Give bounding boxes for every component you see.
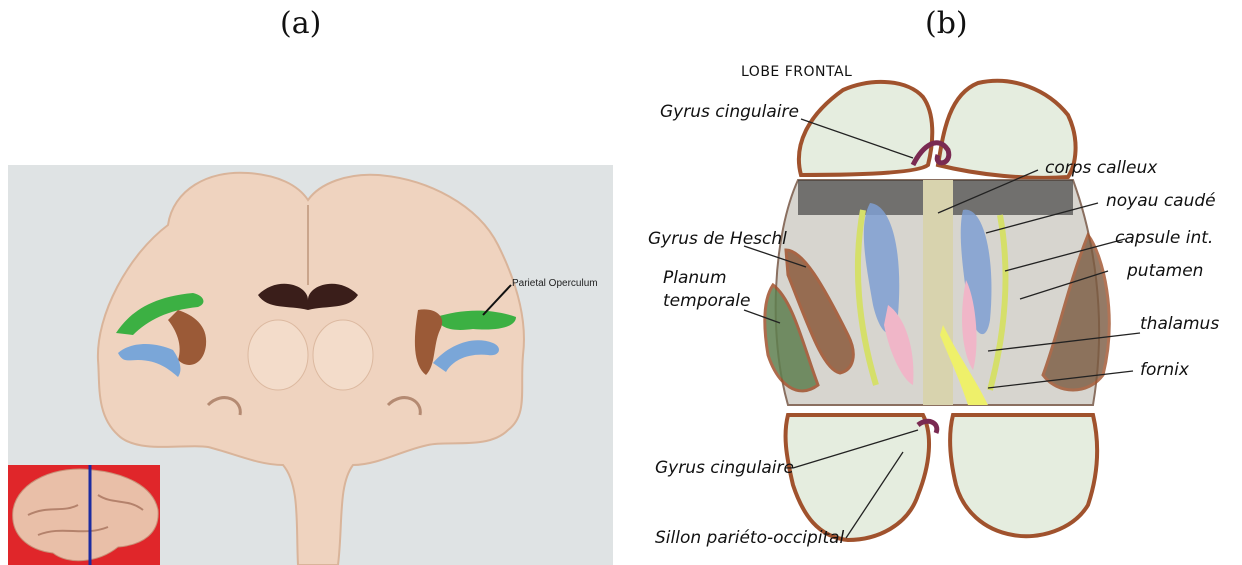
label-gyrus-cingulaire-top: Gyrus cingulaire bbox=[660, 102, 799, 122]
label-temporale: temporale bbox=[663, 291, 750, 311]
label-gyrus-cingulaire-bottom: Gyrus cingulaire bbox=[655, 458, 794, 478]
lobe-frontal-title: LOBE FRONTAL bbox=[741, 64, 852, 80]
axial-brain-diagram: LOBE FRONTAL Gyrus cingulaire corps call… bbox=[618, 55, 1242, 564]
label-putamen: putamen bbox=[1126, 261, 1203, 281]
panel-b-label: (b) bbox=[925, 6, 968, 41]
label-planum: Planum bbox=[663, 268, 727, 288]
label-fornix: fornix bbox=[1140, 360, 1190, 380]
label-gyrus-heschl: Gyrus de Heschl bbox=[648, 229, 787, 249]
lateral-brain-inset bbox=[8, 465, 160, 565]
label-noyau-caude: noyau caudé bbox=[1106, 191, 1216, 211]
label-sillon-parieto-occipital: Sillon pariéto-occipital bbox=[655, 528, 845, 548]
corps-calleux-region bbox=[923, 180, 953, 405]
coronal-brain-slice-image: Parietal Operculum bbox=[8, 165, 613, 565]
label-capsule-int: capsule int. bbox=[1115, 228, 1213, 248]
label-thalamus: thalamus bbox=[1140, 314, 1219, 334]
occipital-lobe-right bbox=[950, 415, 1097, 536]
panel-a-label: (a) bbox=[280, 6, 321, 41]
label-corps-calleux: corps calleux bbox=[1045, 158, 1158, 178]
parietal-operculum-label: Parietal Operculum bbox=[512, 278, 598, 289]
